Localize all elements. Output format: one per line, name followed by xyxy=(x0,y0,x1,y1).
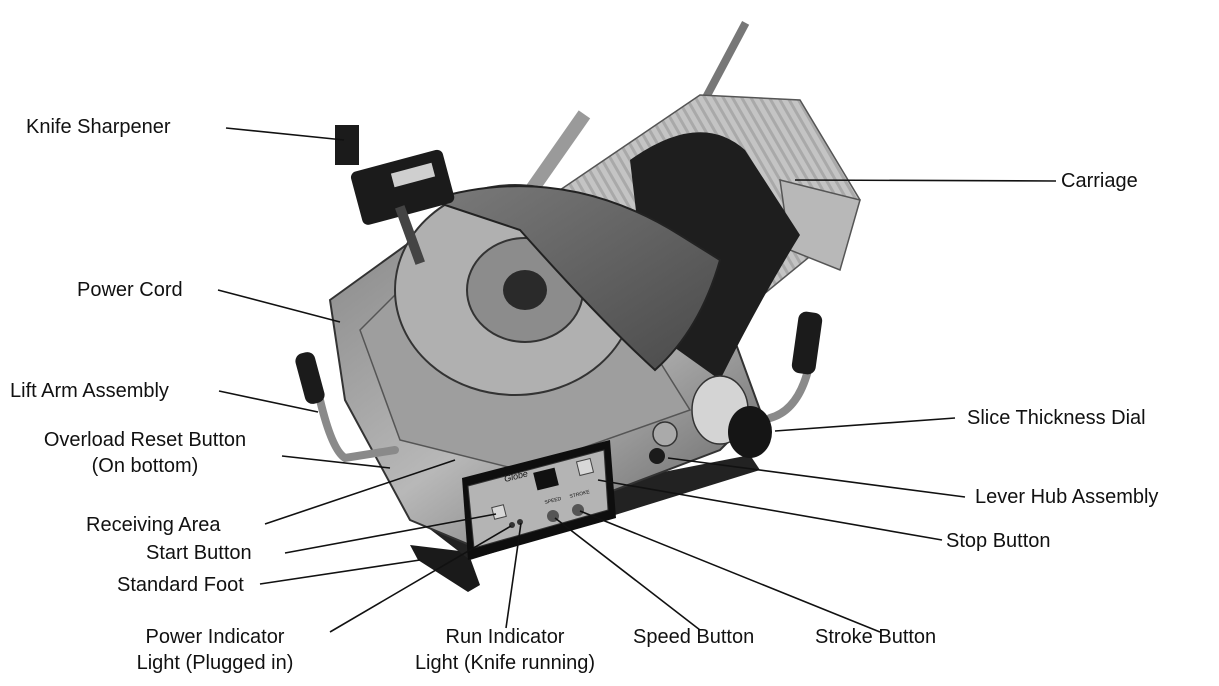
label-lever-hub-assembly: Lever Hub Assembly xyxy=(975,486,1159,508)
leader-start-button xyxy=(284,513,497,554)
leader-standard-foot xyxy=(259,559,421,585)
lift-arm-shape xyxy=(295,352,399,463)
leader-power-indicator xyxy=(329,525,512,633)
leader-knife-sharpener xyxy=(225,127,345,141)
leader-carriage xyxy=(794,179,1057,182)
label-run-indicator-line1: Run Indicator xyxy=(445,626,565,648)
leader-stroke-button xyxy=(579,510,881,633)
label-stop-button: Stop Button xyxy=(946,530,1051,552)
leader-run-indicator xyxy=(505,522,522,629)
leader-power-cord xyxy=(217,289,341,323)
run-indicator-shape xyxy=(517,519,523,525)
stroke-button-shape xyxy=(572,504,584,516)
label-power-indicator-line2: Light (Plugged in) xyxy=(136,652,294,674)
slice-thickness-dial-shape xyxy=(691,375,772,458)
label-power-indicator-line1: Power Indicator xyxy=(145,626,285,648)
knife-sharpener-shape xyxy=(335,125,455,265)
label-start-button: Start Button xyxy=(146,542,252,564)
label-carriage: Carriage xyxy=(1061,170,1138,192)
leader-speed-button xyxy=(554,517,701,631)
label-lift-arm-assembly: Lift Arm Assembly xyxy=(10,380,169,402)
panel-speed-text: SPEED xyxy=(544,496,562,506)
label-slice-thickness-dial: Slice Thickness Dial xyxy=(967,407,1146,429)
lever-hub-shape xyxy=(649,421,678,464)
leader-receiving-area xyxy=(264,459,456,525)
leader-overload-reset xyxy=(281,455,391,469)
stop-button-shape xyxy=(575,457,595,477)
leader-stop-button xyxy=(597,479,943,541)
label-run-indicator-line2: Light (Knife running) xyxy=(414,652,596,674)
label-stroke-button: Stroke Button xyxy=(815,626,937,648)
label-speed-button: Speed Button xyxy=(633,626,755,648)
blade-center xyxy=(503,270,547,310)
label-overload-reset-line1: Overload Reset Button xyxy=(43,429,247,451)
label-receiving-area: Receiving Area xyxy=(86,514,221,536)
panel-display xyxy=(533,467,559,491)
label-overload-reset-line2: (On bottom) xyxy=(91,455,199,477)
panel-stroke-text: STROKE xyxy=(569,489,591,500)
leader-lever-hub xyxy=(667,457,966,498)
label-standard-foot: Standard Foot xyxy=(117,574,244,596)
leader-lift-arm xyxy=(218,390,319,413)
label-power-cord: Power Cord xyxy=(77,279,183,301)
control-panel: Globe SPEED STROKE xyxy=(462,440,616,560)
knife-guard xyxy=(426,185,722,372)
start-button-shape xyxy=(491,504,507,520)
leader-slice-thickness xyxy=(774,417,956,432)
leader-lines xyxy=(217,127,1057,633)
label-knife-sharpener: Knife Sharpener xyxy=(26,116,171,138)
standard-foot-shape xyxy=(410,545,480,592)
blade-group xyxy=(394,184,722,396)
carriage-handle-shape xyxy=(766,311,823,422)
